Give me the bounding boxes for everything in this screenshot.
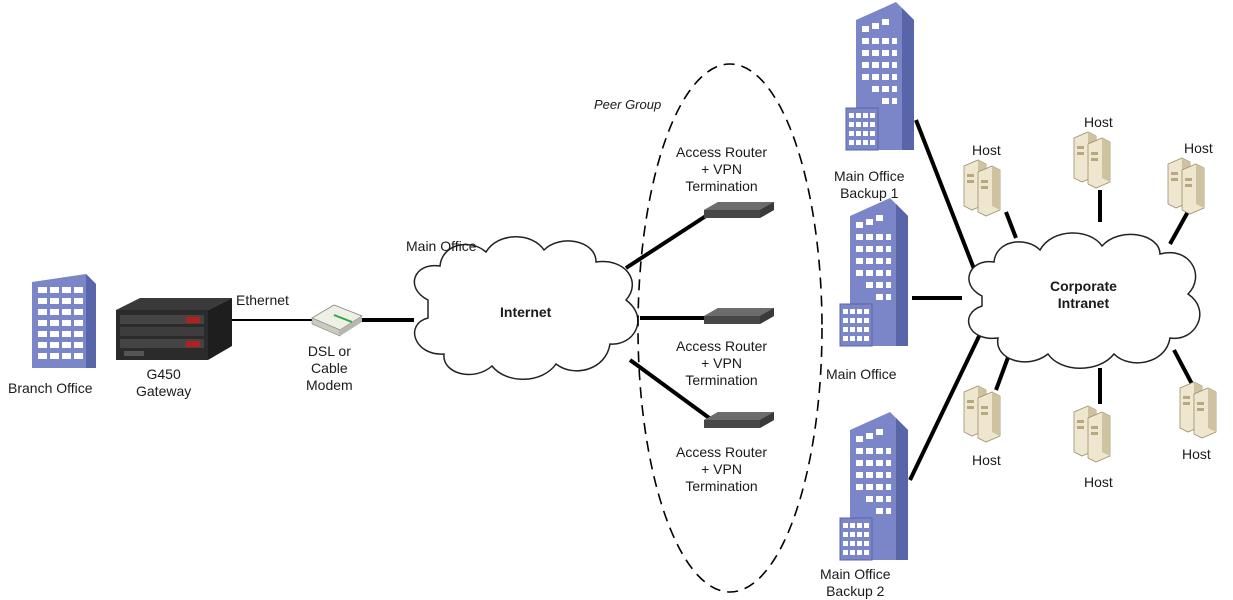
host-label: Host bbox=[972, 452, 1001, 468]
host-label: Host bbox=[1084, 474, 1113, 490]
host-label: Host bbox=[972, 142, 1001, 158]
ethernet-label: Ethernet bbox=[236, 292, 289, 308]
host-icon bbox=[963, 385, 1001, 443]
router-label-line2: + VPN bbox=[701, 461, 742, 477]
router-label-top: Access Router + VPN Termination bbox=[676, 144, 767, 195]
backup2-label-line1: Main Office bbox=[820, 566, 891, 582]
connection-lines bbox=[232, 119, 1194, 481]
backup2-label-line2: Backup 2 bbox=[826, 583, 885, 599]
branch-office-label: Branch Office bbox=[8, 380, 93, 396]
g450-label-line2: Gateway bbox=[136, 383, 192, 399]
host-label: Host bbox=[1084, 114, 1113, 130]
access-router-icon bbox=[704, 412, 774, 428]
main-office-backup2-label: Main Office Backup 2 bbox=[820, 566, 891, 600]
router-label-line3: Termination bbox=[685, 372, 758, 388]
peer-group-ellipse bbox=[637, 63, 823, 593]
host-icon bbox=[1073, 405, 1111, 463]
branch-office-building-icon bbox=[32, 274, 96, 368]
backup1-label-line1: Main Office bbox=[834, 168, 905, 184]
modem-icon bbox=[311, 304, 363, 337]
router-label-middle: Access Router + VPN Termination bbox=[676, 338, 767, 389]
router-label-line1: Access Router bbox=[676, 144, 768, 160]
router-label-line3: Termination bbox=[685, 478, 758, 494]
router-label-line3: Termination bbox=[685, 178, 758, 194]
main-office-label: Main Office bbox=[826, 366, 897, 382]
router-label-line2: + VPN bbox=[701, 161, 742, 177]
main-office-backup1-label: Main Office Backup 1 bbox=[834, 168, 905, 202]
corporate-intranet-cloud bbox=[967, 232, 1201, 369]
main-office-building-icon bbox=[839, 197, 909, 347]
host-icon bbox=[1073, 131, 1111, 189]
router-label-bottom: Access Router + VPN Termination bbox=[676, 444, 767, 495]
modem-label-line2: Cable bbox=[311, 360, 348, 376]
host-label: Host bbox=[1184, 140, 1213, 156]
access-router-icon bbox=[704, 308, 774, 324]
host-label: Host bbox=[1182, 446, 1211, 462]
peer-group-label: Peer Group bbox=[594, 97, 662, 112]
modem-label: DSL or Cable Modem bbox=[306, 343, 353, 394]
main-office-backup2-building-icon bbox=[839, 411, 909, 561]
corporate-label-line2: Intranet bbox=[1057, 295, 1110, 311]
main-office-backup1-building-icon bbox=[845, 1, 915, 151]
modem-label-line3: Modem bbox=[306, 377, 353, 393]
host-icon bbox=[1167, 157, 1205, 215]
g450-label-line1: G450 bbox=[146, 366, 181, 382]
backup1-label-line2: Backup 1 bbox=[840, 185, 899, 201]
corporate-intranet-label: Corporate Intranet bbox=[1050, 278, 1117, 312]
access-router-icon bbox=[704, 202, 774, 218]
internet-label: Internet bbox=[500, 304, 552, 320]
corporate-label-line1: Corporate bbox=[1050, 278, 1117, 294]
host-icon bbox=[1179, 381, 1217, 439]
router-label-line2: + VPN bbox=[701, 355, 742, 371]
router-label-line1: Access Router bbox=[676, 444, 768, 460]
g450-gateway-icon bbox=[116, 298, 232, 360]
router-label-line1: Access Router bbox=[676, 338, 768, 354]
main-office-internet-label: Main Office bbox=[406, 238, 477, 254]
host-icon bbox=[963, 159, 1001, 217]
g450-gateway-label: G450 Gateway bbox=[136, 366, 191, 400]
internet-cloud bbox=[413, 236, 639, 380]
modem-label-line1: DSL or bbox=[307, 343, 351, 359]
